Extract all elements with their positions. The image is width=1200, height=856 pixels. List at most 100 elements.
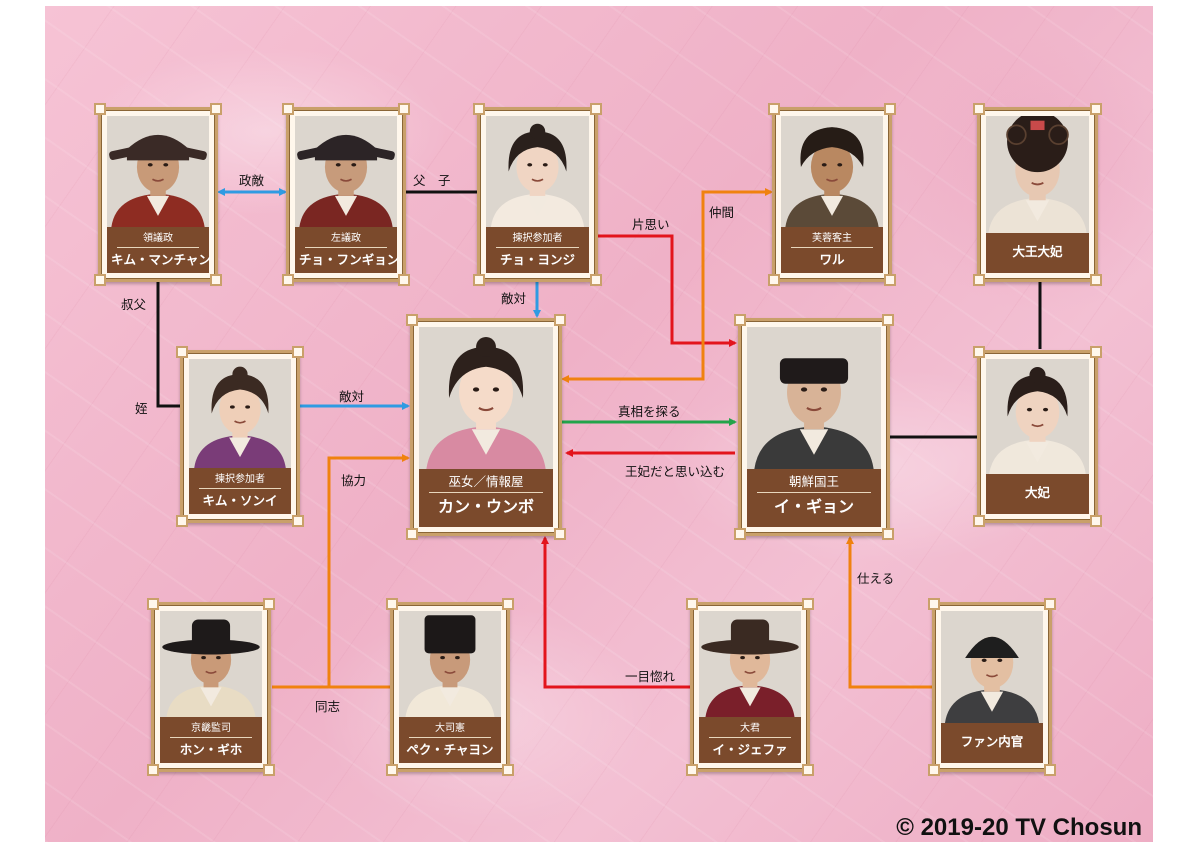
card-corner-ornament xyxy=(734,528,746,540)
card-corner-ornament xyxy=(1090,103,1102,115)
card-i-gyon[interactable]: 朝鮮国王イ・ギョン xyxy=(734,314,894,540)
name-plate: 朝鮮国王イ・ギョン xyxy=(747,469,881,527)
character-role: 左議政 xyxy=(305,232,387,248)
name-plate: 揀択参加者キム・ソンイ xyxy=(189,468,291,514)
card-jo-hungyon[interactable]: 左議政チョ・フンギョン xyxy=(282,103,410,286)
link-shukufu xyxy=(156,282,182,408)
character-role: 朝鮮国王 xyxy=(757,474,871,493)
portrait-image xyxy=(941,611,1043,723)
name-plate: 左議政チョ・フンギョン xyxy=(295,227,400,273)
label-tsukaeru: 仕える xyxy=(857,571,895,586)
card-corner-ornament xyxy=(768,103,780,115)
card-corner-ornament xyxy=(768,274,780,286)
copyright-notice: © 2019-20 TV Chosun xyxy=(896,814,1142,841)
card-jo-yonji[interactable]: 揀択参加者チョ・ヨンジ xyxy=(473,103,602,286)
card-kim-manchan[interactable]: 領議政キム・マンチャン xyxy=(94,103,222,286)
card-corner-ornament xyxy=(686,764,698,776)
card-corner-ornament xyxy=(176,346,188,358)
card-daewang-daebi[interactable]: 大王大妃 xyxy=(973,103,1102,286)
card-corner-ornament xyxy=(147,598,159,610)
label-seiteki: 政敵 xyxy=(239,173,265,188)
portrait-image xyxy=(419,327,553,469)
card-corner-ornament xyxy=(406,528,418,540)
card-corner-ornament xyxy=(473,103,485,115)
card-corner-ornament xyxy=(210,103,222,115)
character-name: イ・ギョン xyxy=(773,497,854,516)
character-role: 揀択参加者 xyxy=(496,232,579,248)
label-fushi: 父 子 xyxy=(413,173,451,188)
card-corner-ornament xyxy=(502,598,514,610)
card-corner-ornament xyxy=(1044,764,1056,776)
card-corner-ornament xyxy=(973,274,985,286)
name-plate: ファン内官 xyxy=(941,723,1043,763)
link-kataomoi xyxy=(598,234,737,347)
character-name: ファン内官 xyxy=(960,734,1024,749)
card-kang-unbo[interactable]: 巫女／情報屋カン・ウンボ xyxy=(406,314,566,540)
portrait-image xyxy=(747,327,881,469)
label-nakama: 仲間 xyxy=(709,205,735,220)
card-wol[interactable]: 芙蓉客主ワル xyxy=(768,103,896,286)
card-corner-ornament xyxy=(973,346,985,358)
card-corner-ornament xyxy=(928,598,940,610)
portrait-image xyxy=(486,116,589,227)
name-plate: 巫女／情報屋カン・ウンボ xyxy=(419,469,553,527)
character-name: キム・マンチャン xyxy=(111,252,211,267)
card-corner-ornament xyxy=(554,314,566,326)
card-corner-ornament xyxy=(734,314,746,326)
card-corner-ornament xyxy=(406,314,418,326)
name-plate: 大妃 xyxy=(986,474,1089,514)
card-corner-ornament xyxy=(590,274,602,286)
portrait-image xyxy=(399,611,501,717)
card-corner-ornament xyxy=(686,598,698,610)
portrait-image xyxy=(986,116,1089,233)
character-name: チョ・フンギョン xyxy=(299,252,400,267)
card-corner-ornament xyxy=(884,103,896,115)
label-ohi: 王妃だと思い込む xyxy=(625,464,726,479)
card-corner-ornament xyxy=(398,274,410,286)
portrait-image xyxy=(189,359,291,468)
character-name: チョ・ヨンジ xyxy=(499,252,575,267)
label-mei: 姪 xyxy=(135,401,148,416)
label-hitomebore: 一目惚れ xyxy=(625,669,676,684)
name-plate: 大君イ・ジェファ xyxy=(699,717,801,763)
card-corner-ornament xyxy=(973,103,985,115)
link-nakama xyxy=(561,188,773,383)
card-corner-ornament xyxy=(292,515,304,527)
card-hon-giho[interactable]: 京畿監司ホン・ギホ xyxy=(147,598,275,776)
card-corner-ornament xyxy=(502,764,514,776)
character-role: 京畿監司 xyxy=(170,722,252,738)
card-corner-ornament xyxy=(928,764,940,776)
card-corner-ornament xyxy=(292,346,304,358)
character-name: カン・ウンボ xyxy=(437,497,534,516)
card-corner-ornament xyxy=(94,103,106,115)
card-corner-ornament xyxy=(1090,515,1102,527)
relationship-chart: 政敵 父 子 敵対 片思い 仲間 叔父 姪 敵対 協力 真相を探る 王妃だと思い… xyxy=(45,6,1153,842)
name-plate: 大司憲ペク・チャヨン xyxy=(399,717,501,763)
portrait-image xyxy=(160,611,262,717)
portrait-image xyxy=(107,116,209,227)
card-corner-ornament xyxy=(1090,274,1102,286)
card-kim-soni[interactable]: 揀択参加者キム・ソンイ xyxy=(176,346,304,527)
name-plate: 揀択参加者チョ・ヨンジ xyxy=(486,227,589,273)
card-i-jefa[interactable]: 大君イ・ジェファ xyxy=(686,598,814,776)
label-tekitai-2: 敵対 xyxy=(339,389,365,404)
card-daebi[interactable]: 大妃 xyxy=(973,346,1102,527)
character-role: 領議政 xyxy=(117,232,199,248)
card-pek-chayon[interactable]: 大司憲ペク・チャヨン xyxy=(386,598,514,776)
character-role: 大君 xyxy=(709,722,791,738)
card-corner-ornament xyxy=(882,528,894,540)
card-corner-ornament xyxy=(882,314,894,326)
portrait-image xyxy=(781,116,883,227)
card-corner-ornament xyxy=(147,764,159,776)
card-fan-naigan[interactable]: ファン内官 xyxy=(928,598,1056,776)
character-name: ワル xyxy=(819,252,845,267)
card-corner-ornament xyxy=(386,764,398,776)
card-corner-ornament xyxy=(884,274,896,286)
character-role: 巫女／情報屋 xyxy=(429,474,543,493)
name-plate: 芙蓉客主ワル xyxy=(781,227,883,273)
character-name: 大王大妃 xyxy=(1012,244,1063,259)
label-shukufu: 叔父 xyxy=(121,297,147,312)
card-corner-ornament xyxy=(386,598,398,610)
card-corner-ornament xyxy=(398,103,410,115)
name-plate: 京畿監司ホン・ギホ xyxy=(160,717,262,763)
